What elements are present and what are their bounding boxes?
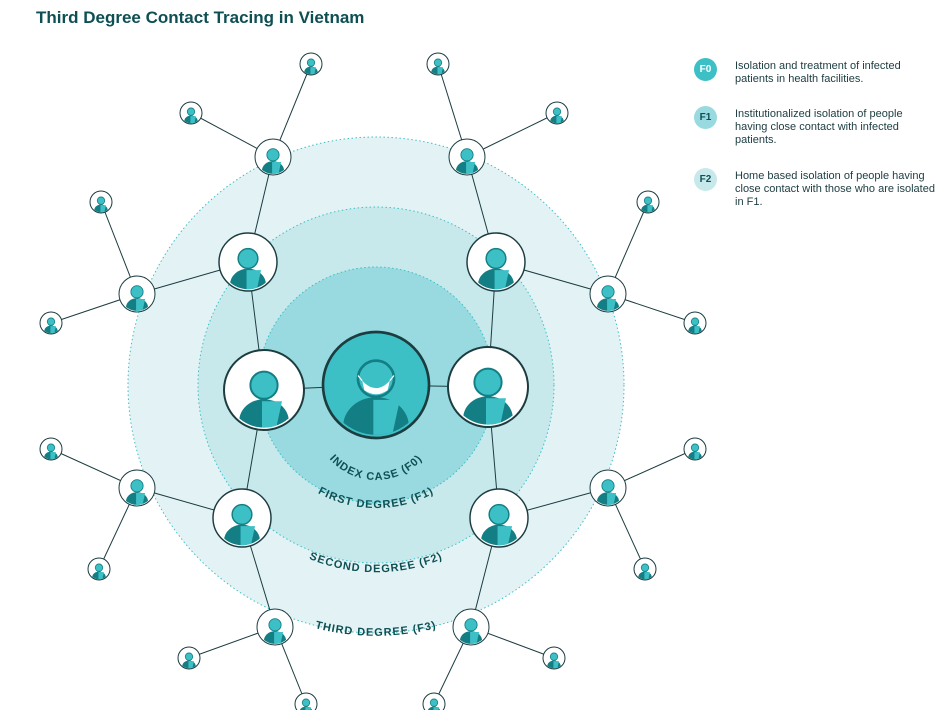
outer-contact-person-icon-8 <box>294 692 318 710</box>
third-degree-person-icon-6 <box>589 469 627 507</box>
first-degree-person-icon-2 <box>447 346 529 428</box>
third-degree-person-icon-7 <box>256 608 294 646</box>
second-degree-person-icon-1 <box>218 232 278 292</box>
outer-contact-person-icon-5 <box>39 437 63 461</box>
legend-text-f2: Home based isolation of people having cl… <box>735 170 935 208</box>
legend: F0 Isolation and treatment of infected p… <box>694 58 939 230</box>
outer-contact-person-icon-7 <box>177 646 201 670</box>
legend-item-f2: F2 Home based isolation of people having… <box>694 168 939 230</box>
third-degree-person-icon-3 <box>118 275 156 313</box>
second-degree-person-icon-3 <box>212 488 272 548</box>
outer-contact-person-icon-6 <box>87 557 111 581</box>
legend-badge-f2: F2 <box>694 168 717 191</box>
third-degree-person-icon-2 <box>448 138 486 176</box>
page-title: Third Degree Contact Tracing in Vietnam <box>36 8 365 27</box>
outer-contact-person-icon-15 <box>542 646 566 670</box>
legend-text-f0: Isolation and treatment of infected pati… <box>735 60 901 85</box>
second-degree-person-icon-4 <box>469 488 529 548</box>
third-degree-person-icon-5 <box>118 469 156 507</box>
third-degree-person-icon-4 <box>589 275 627 313</box>
legend-badge-f0: F0 <box>694 58 717 81</box>
index-case-person-icon <box>321 330 431 440</box>
third-degree-person-icon-1 <box>254 138 292 176</box>
outer-contact-person-icon-12 <box>683 311 707 335</box>
outer-contact-person-icon-2 <box>179 101 203 125</box>
outer-contact-person-icon-3 <box>89 190 113 214</box>
outer-contact-person-icon-4 <box>39 311 63 335</box>
outer-contact-person-icon-11 <box>636 190 660 214</box>
outer-contact-person-icon-10 <box>545 101 569 125</box>
legend-text-f1: Institutionalized isolation of people ha… <box>735 108 903 146</box>
legend-item-f0: F0 Isolation and treatment of infected p… <box>694 58 939 106</box>
outer-contact-person-icon-9 <box>426 52 450 76</box>
outer-contact-person-icon-13 <box>683 437 707 461</box>
first-degree-person-icon-1 <box>223 349 305 431</box>
third-degree-person-icon-8 <box>452 608 490 646</box>
legend-badge-f1: F1 <box>694 106 717 129</box>
outer-contact-person-icon-16 <box>422 692 446 710</box>
outer-contact-person-icon-14 <box>633 557 657 581</box>
legend-item-f1: F1 Institutionalized isolation of people… <box>694 106 939 168</box>
second-degree-person-icon-2 <box>466 232 526 292</box>
outer-contact-person-icon-1 <box>299 52 323 76</box>
